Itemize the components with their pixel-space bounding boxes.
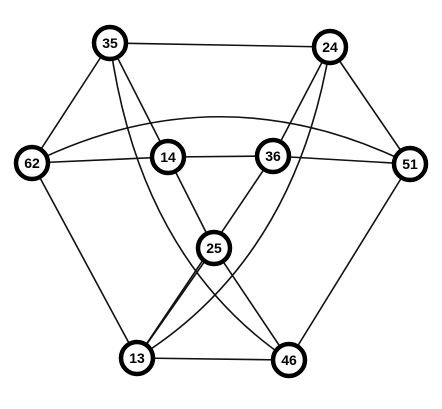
- edge-24-13: [136, 46, 331, 359]
- edge-62-14: [31, 156, 169, 164]
- edge-51-46: [288, 163, 411, 361]
- node-circle: [149, 138, 187, 176]
- edge-62-13: [31, 162, 138, 359]
- node-24: 24: [311, 28, 349, 66]
- node-62: 62: [13, 144, 51, 182]
- node-label: 36: [265, 148, 281, 164]
- node-circle: [254, 137, 292, 175]
- node-label: 51: [402, 156, 418, 172]
- edge-62-51: [31, 116, 411, 165]
- node-label: 14: [160, 149, 176, 165]
- node-circle: [195, 229, 233, 267]
- edge-25-46: [213, 247, 290, 361]
- nodes-layer: 35 24 62 14 36 51 25 13 46: [13, 24, 429, 379]
- node-circle: [118, 339, 156, 377]
- node-25: 25: [195, 229, 233, 267]
- edge-24-36: [272, 46, 331, 157]
- edge-35-14: [109, 42, 169, 158]
- node-label: 35: [102, 35, 118, 51]
- node-circle: [91, 24, 129, 62]
- node-circle: [270, 341, 308, 379]
- edge-35-46: [109, 42, 290, 361]
- edges-layer: [31, 42, 411, 361]
- node-label: 46: [281, 352, 297, 368]
- node-label: 25: [206, 240, 222, 256]
- node-35: 35: [91, 24, 129, 62]
- node-13: 13: [118, 339, 156, 377]
- node-circle: [391, 145, 429, 183]
- edge-24-51: [329, 46, 411, 165]
- edge-35-24: [109, 42, 331, 48]
- node-label: 62: [24, 155, 40, 171]
- node-label: 24: [322, 39, 338, 55]
- node-label: 13: [129, 350, 145, 366]
- edge-35-62: [31, 42, 111, 164]
- edge-25-13: [136, 247, 215, 359]
- edge-13-46: [136, 357, 290, 361]
- node-14: 14: [149, 138, 187, 176]
- node-51: 51: [391, 145, 429, 183]
- node-36: 36: [254, 137, 292, 175]
- node-circle: [13, 144, 51, 182]
- node-46: 46: [270, 341, 308, 379]
- edge-36-51: [272, 155, 411, 165]
- node-circle: [311, 28, 349, 66]
